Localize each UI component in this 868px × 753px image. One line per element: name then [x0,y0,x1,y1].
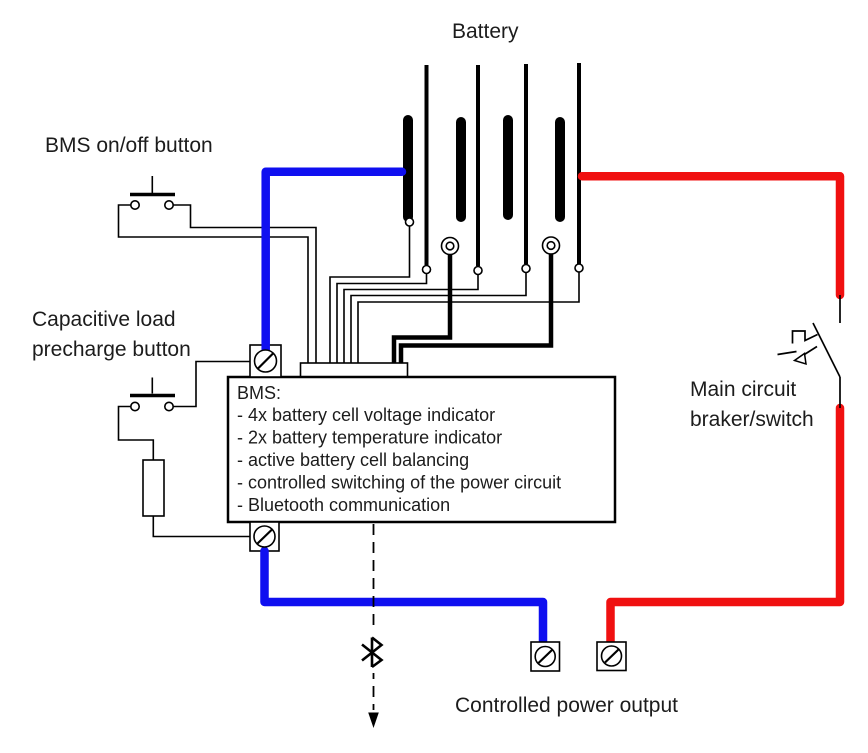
bluetooth-link [358,524,387,728]
bluetooth-arrowhead [368,712,379,728]
bms-feature-2: - 2x battery temperature indicator [237,428,502,448]
precharge-wire-resistor-out [152,516,250,538]
temp-sensor-wire-1 [391,254,453,363]
bms-button-wire-right [173,204,317,363]
sense-node-cell3 [521,263,531,274]
breaker-blade [812,322,841,378]
bms-onoff-pushbutton [130,176,175,211]
sense-node-cell1 [421,264,432,275]
temp-sensor-2-inner [546,240,556,251]
temperature-sensors [440,236,561,256]
main-breaker-label-line2: braker/switch [690,408,814,431]
battery-pack [403,63,584,276]
bluetooth-icon [361,636,384,669]
precharge-label-line1: Capacitive load [32,308,176,331]
bms-feature-1: - 4x battery cell voltage indicator [237,405,495,425]
output-terminals [530,641,627,672]
button-contact-right [164,401,175,412]
bms-wire-connector [299,362,409,378]
button-contact-left [130,200,141,211]
bms-feature-3: - active battery cell balancing [237,450,469,470]
breaker-latch [791,330,818,344]
battery-label: Battery [452,20,519,43]
main-breaker-label-line1: Main circuit [690,378,796,401]
sense-wire-pack-negative [329,226,411,363]
bms-button-wire-left [117,204,309,363]
button-signal-wires [117,204,317,363]
sense-wire-cell3 [350,272,527,363]
bms-feature-4: - controlled switching of the power circ… [237,473,561,493]
breaker-actuator-tick [777,350,797,356]
temperature-sensor-wires [391,253,554,363]
precharge-resistor [142,459,165,517]
negative-power-wires [260,167,548,648]
sense-node-cell2 [473,265,483,276]
temp-sensor-1-inner [445,241,455,251]
sense-node-pack-negative [404,217,415,227]
button-contact-right [164,200,175,211]
temp-sensor-wire-2 [398,253,554,363]
screw-slot [604,648,620,664]
positive-wire-battery-to-breaker [577,172,845,300]
bms-terminal-screws [253,349,278,548]
bms-module [226,344,617,552]
sense-wire-cell1 [336,273,428,363]
negative-wire-battery-to-bms [261,167,407,357]
cell-sense-wires [329,226,580,363]
bms-box-text: BMS: - 4x battery cell voltage indicator… [237,383,561,515]
screw-slot [256,528,273,545]
breaker-actuator-arrowhead [792,352,807,366]
precharge-pushbutton-circuit [117,360,250,538]
positive-power-wires [577,172,845,648]
bms-onoff-button-label: BMS on/off button [45,134,213,157]
button-contact-left [130,401,141,412]
bms-title: BMS: [237,383,281,403]
precharge-label-line2: precharge button [32,338,191,361]
negative-wire-bms-to-output [260,546,548,648]
main-breaker-symbol [777,295,841,408]
precharge-wire-to-terminal [173,360,250,408]
screw-slot [257,352,275,370]
screw-slot [537,649,553,664]
sense-wire-cell4 [357,272,580,363]
bms-box [226,375,617,524]
bms-feature-5: - Bluetooth communication [237,495,450,515]
positive-wire-breaker-to-output [606,403,845,648]
sense-wire-cell2 [343,274,479,363]
controlled-output-label: Controlled power output [455,694,678,717]
precharge-wire-to-resistor [117,405,155,460]
sense-node-cell4 [574,263,584,273]
